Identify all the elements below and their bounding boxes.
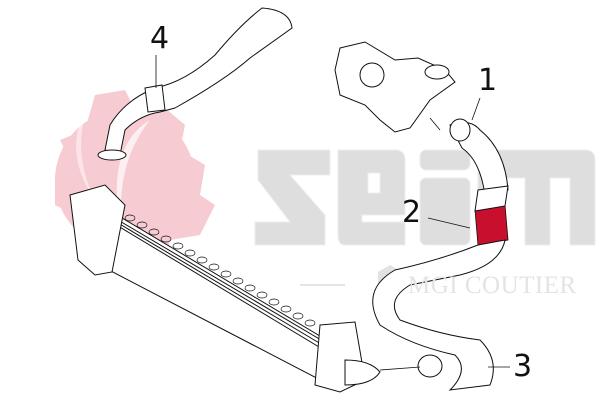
leader-lines <box>155 55 510 371</box>
mgi-coutier-text: MGI COUTIER <box>408 272 577 299</box>
turbocharger <box>334 41 456 133</box>
pipe-4 <box>97 7 293 161</box>
callout-1: 1 <box>478 63 498 98</box>
hose-3 <box>372 239 506 391</box>
clamp-2 <box>474 185 509 246</box>
hose-1 <box>449 118 509 196</box>
callout-2: 2 <box>402 195 422 230</box>
callout-4: 4 <box>150 21 170 56</box>
intercooler <box>69 184 381 393</box>
intercooler-fins <box>124 214 316 327</box>
callout-3: 3 <box>513 349 533 384</box>
seim-wordmark <box>254 149 596 246</box>
